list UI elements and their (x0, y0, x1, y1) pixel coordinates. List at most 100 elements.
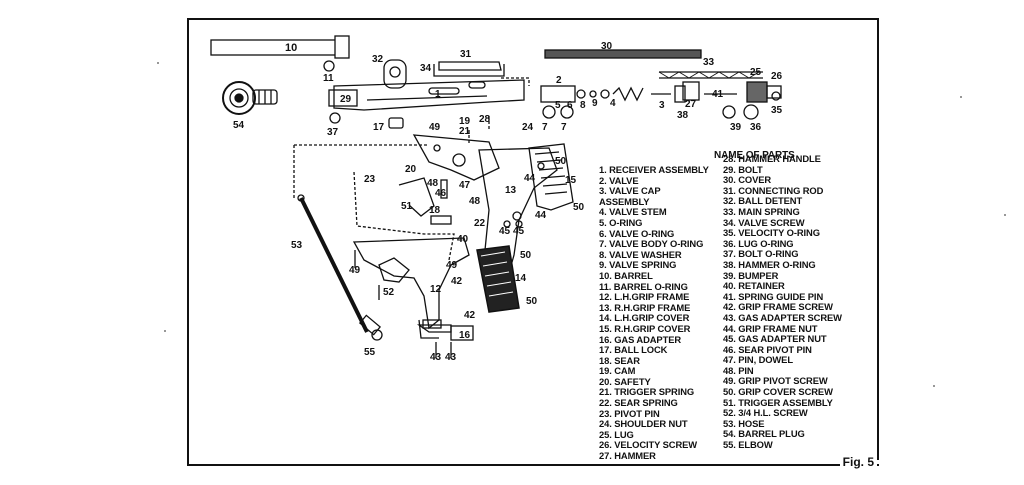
bolt-oring-part (329, 112, 341, 124)
callout-48a: 48 (427, 178, 439, 189)
callout-50d: 50 (526, 296, 538, 307)
legend-item: 22. SEAR SPRING (599, 397, 678, 409)
legend-item: 26. VELOCITY SCREW (599, 439, 698, 451)
legend-item: 2. VALVE (599, 174, 639, 186)
legend-item: 16. GAS ADAPTER (599, 333, 682, 345)
callout-24: 24 (522, 122, 534, 133)
callout-45b: 45 (513, 226, 525, 237)
callout-4: 4 (610, 98, 616, 109)
legend-item: 51. TRIGGER ASSEMBLY (723, 396, 833, 408)
callout-26: 26 (771, 71, 783, 82)
trigger-group (398, 134, 500, 225)
callout-1: 1 (435, 89, 441, 100)
barrel-plug-part (222, 81, 278, 115)
callout-25: 25 (750, 67, 762, 78)
legend-item: 49. GRIP PIVOT SCREW (723, 375, 828, 387)
callout-41: 41 (712, 89, 724, 100)
legend-title: NAME OF PARTS (714, 150, 795, 161)
legend-item: 46. SEAR PIVOT PIN (723, 343, 812, 355)
scan-speck (933, 385, 935, 387)
callout-34: 34 (420, 63, 432, 74)
gas-adapter-part (450, 325, 474, 341)
legend-item: 41. SPRING GUIDE PIN (723, 290, 824, 302)
legend-item: 19. CAM (599, 365, 636, 377)
legend-item: 15. R.H.GRIP COVER (599, 322, 691, 334)
legend-item: 11. BARREL O-RING (599, 280, 688, 292)
legend-item: 4. VALVE STEM (599, 206, 667, 218)
callout-52: 52 (383, 287, 395, 298)
legend-item: 32. BALL DETENT (723, 195, 803, 207)
callout-40: 40 (457, 234, 469, 245)
elbow-part (358, 314, 383, 341)
cover-part (544, 49, 702, 59)
callout-46: 46 (435, 188, 447, 199)
legend-item: 23. PIVOT PIN (599, 407, 660, 419)
callout-43a: 43 (430, 352, 442, 363)
callout-32: 32 (372, 54, 384, 65)
lug-part (746, 81, 768, 103)
callout-47: 47 (459, 180, 471, 191)
callout-3: 3 (659, 100, 665, 111)
exploded-view-drawing: 10 11 54 32 34 31 30 33 29 37 1 17 2 5 6… (210, 35, 783, 363)
callout-20: 20 (405, 164, 417, 175)
callout-44b: 44 (535, 210, 547, 221)
legend-item: 45. GAS ADAPTER NUT (723, 333, 827, 345)
legend-item: 34. VALVE SCREW (723, 216, 805, 228)
legend-item: 55. ELBOW (723, 439, 773, 451)
callout-30: 30 (601, 41, 613, 52)
callout-49a: 49 (429, 122, 441, 133)
callout-39: 39 (730, 122, 742, 133)
callout-12: 12 (430, 284, 442, 295)
legend-item: 54. BARREL PLUG (723, 428, 805, 440)
legend-item: 20. SAFETY (599, 375, 651, 387)
legend-item: 5. O-RING (599, 216, 643, 228)
callout-13: 13 (505, 185, 517, 196)
callout-48b: 48 (469, 196, 481, 207)
figure-label: Fig. 5 (839, 455, 877, 469)
legend-item: 50. GRIP COVER SCREW (723, 386, 833, 398)
callout-31: 31 (460, 49, 472, 60)
legend-item: 25. LUG (599, 428, 634, 440)
scan-speck (1004, 214, 1006, 216)
diagram-frame: 10 11 54 32 34 31 30 33 29 37 1 17 2 5 6… (187, 18, 879, 469)
hammer-part (682, 81, 700, 101)
legend-item: 33. MAIN SPRING (723, 205, 800, 217)
callout-7a: 7 (542, 122, 548, 133)
legend-item: 9. VALVE SPRING (599, 259, 677, 271)
legend-item: 43. GAS ADAPTER SCREW (723, 311, 842, 323)
callout-50b: 50 (573, 202, 585, 213)
callout-33: 33 (703, 57, 715, 68)
barrel-part (210, 39, 342, 56)
callout-50c: 50 (520, 250, 532, 261)
callout-17: 17 (373, 122, 385, 133)
hose-part (299, 197, 369, 333)
legend-item: 48. PIN (723, 364, 754, 376)
callout-55: 55 (364, 347, 376, 358)
callout-22: 22 (474, 218, 486, 229)
callout-49b: 49 (349, 265, 361, 276)
legend-item: 8. VALVE WASHER (599, 248, 682, 260)
callout-42a: 42 (451, 276, 463, 287)
callout-19: 19 (459, 116, 471, 127)
legend-item: 27. HAMMER (599, 450, 656, 462)
callout-54: 54 (233, 120, 245, 131)
callout-21: 21 (459, 126, 471, 137)
legend-item: 12. L.H.GRIP FRAME (599, 291, 690, 303)
callout-15: 15 (565, 175, 577, 186)
rh-grip-cover-part (528, 143, 574, 211)
callout-38: 38 (677, 110, 689, 121)
callout-36: 36 (750, 122, 762, 133)
callout-29: 29 (340, 94, 352, 105)
callout-43b: 43 (445, 352, 457, 363)
barrel-oring-part (323, 60, 335, 72)
lh-grip-cover-part (476, 245, 520, 313)
callout-7b: 7 (561, 122, 567, 133)
legend-item: 7. VALVE BODY O-RING (599, 238, 704, 250)
callout-5: 5 (555, 100, 561, 111)
callout-49c: 49 (446, 260, 458, 271)
callout-51: 51 (401, 201, 413, 212)
callout-42b: 42 (464, 310, 476, 321)
callout-11: 11 (323, 73, 334, 84)
